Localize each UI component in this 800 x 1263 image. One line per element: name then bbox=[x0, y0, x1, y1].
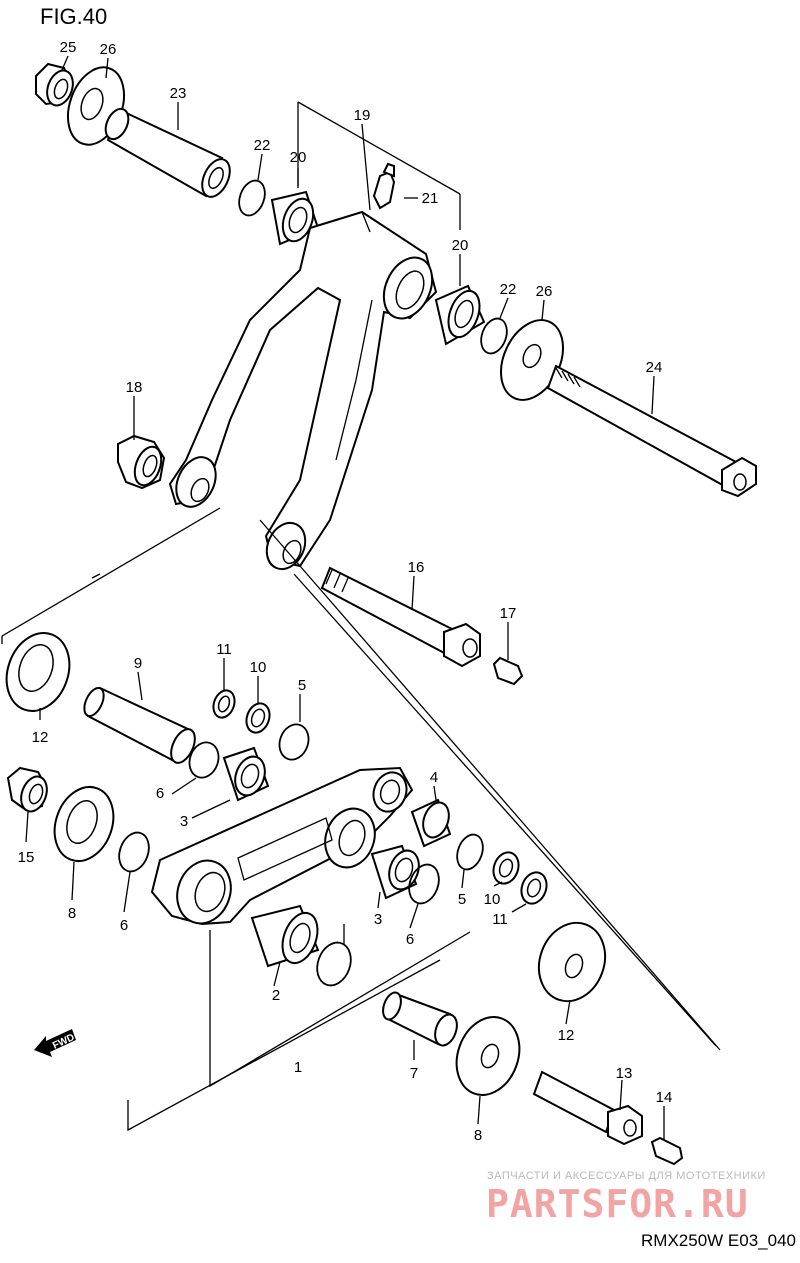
callout-5-top: 5 bbox=[298, 677, 306, 694]
watermark-tagline: ЗАПЧАСТИ И АКСЕССУАРЫ ДЛЯ МОТОТЕХНИКИ bbox=[487, 1170, 766, 1182]
fwd-arrow-icon: FWD bbox=[34, 1029, 76, 1057]
nut-18 bbox=[117, 434, 166, 490]
bearing-3-a bbox=[222, 746, 270, 802]
circlip-6-c bbox=[408, 863, 440, 905]
callout-18: 18 bbox=[126, 379, 143, 396]
callout-6-c: 6 bbox=[406, 931, 414, 948]
seal-10-top bbox=[245, 702, 271, 734]
watermark-brand: PARTSFOR.RU bbox=[486, 1182, 749, 1226]
grease-nipple-17 bbox=[492, 656, 524, 686]
callout-13: 13 bbox=[616, 1065, 633, 1082]
fwd-label: FWD bbox=[51, 1032, 76, 1052]
callout-21: 21 bbox=[422, 190, 439, 207]
callout-4: 4 bbox=[430, 769, 438, 786]
leader-lines bbox=[1, 55, 721, 1140]
callout-12-left: 12 bbox=[32, 729, 49, 746]
callout-20-right: 20 bbox=[452, 237, 469, 254]
diagram-code: RMX250W E03_040 bbox=[641, 1231, 796, 1250]
callout-26-right: 26 bbox=[536, 283, 553, 300]
washer-12-left bbox=[5, 632, 71, 712]
bolt-13 bbox=[532, 1070, 643, 1146]
figure-title: FIG.40 bbox=[40, 4, 108, 29]
bearing-3-b bbox=[370, 844, 420, 900]
callout-25: 25 bbox=[60, 39, 77, 56]
circlip-6-d bbox=[316, 941, 352, 987]
circlip-5-top bbox=[278, 723, 310, 761]
sleeve-23 bbox=[104, 107, 231, 198]
callout-5-right: 5 bbox=[458, 891, 466, 908]
callout-22-top: 22 bbox=[254, 137, 271, 154]
callout-6-a: 6 bbox=[156, 785, 164, 802]
bearing-20-right bbox=[434, 284, 486, 346]
washer-8-left bbox=[53, 786, 115, 862]
callout-20-top: 20 bbox=[290, 149, 307, 166]
callout-10-right: 10 bbox=[484, 891, 501, 908]
callout-16: 16 bbox=[408, 559, 425, 576]
cushion-lever-19 bbox=[168, 210, 438, 571]
callout-11-top: 11 bbox=[216, 641, 232, 658]
seal-10-right bbox=[492, 851, 520, 885]
cushion-rod-1 bbox=[150, 766, 414, 926]
washer-12-right bbox=[537, 921, 607, 1003]
circlip-5-right bbox=[456, 833, 484, 871]
callout-1: 1 bbox=[294, 1059, 302, 1076]
callout-14: 14 bbox=[656, 1089, 673, 1106]
nut-15 bbox=[6, 766, 48, 813]
bolt-24 bbox=[546, 364, 757, 498]
washer-26-right bbox=[500, 319, 564, 401]
callout-2: 2 bbox=[272, 987, 280, 1004]
callout-3-b: 3 bbox=[374, 911, 382, 928]
callout-3-a: 3 bbox=[180, 813, 188, 830]
nut-25 bbox=[35, 62, 74, 107]
grease-nipple-21 bbox=[372, 162, 396, 210]
bolt-16 bbox=[320, 566, 481, 668]
callout-24: 24 bbox=[646, 359, 663, 376]
callout-19: 19 bbox=[354, 107, 371, 124]
washer-8-right bbox=[455, 1016, 521, 1096]
bush-11-right bbox=[520, 871, 548, 905]
callout-8-right: 8 bbox=[474, 1127, 482, 1144]
bush-4 bbox=[410, 798, 452, 848]
sleeve-9 bbox=[83, 686, 196, 764]
circlip-22-top bbox=[238, 179, 266, 217]
sleeve-7 bbox=[382, 991, 458, 1047]
callout-6-b: 6 bbox=[120, 917, 128, 934]
circlip-6-a bbox=[188, 741, 220, 779]
callout-22-right: 22 bbox=[500, 281, 517, 298]
grease-nipple-14 bbox=[650, 1136, 684, 1166]
bearing-2 bbox=[250, 904, 320, 968]
callout-8-left: 8 bbox=[68, 905, 76, 922]
callout-10-top: 10 bbox=[250, 659, 267, 676]
callout-15: 15 bbox=[18, 849, 35, 866]
callout-17: 17 bbox=[500, 605, 517, 622]
callout-23: 23 bbox=[170, 85, 187, 102]
callout-26-top: 26 bbox=[100, 41, 117, 58]
callout-7: 7 bbox=[410, 1065, 418, 1082]
circlip-6-b bbox=[118, 831, 150, 873]
callout-12-right: 12 bbox=[558, 1027, 575, 1044]
callout-9: 9 bbox=[134, 655, 142, 672]
callout-labels: 25 26 23 22 20 19 21 20 22 26 24 18 16 1… bbox=[18, 39, 673, 1144]
callout-11-right: 11 bbox=[492, 911, 508, 928]
circlip-22-right bbox=[480, 317, 508, 355]
bush-11-top bbox=[212, 689, 236, 719]
